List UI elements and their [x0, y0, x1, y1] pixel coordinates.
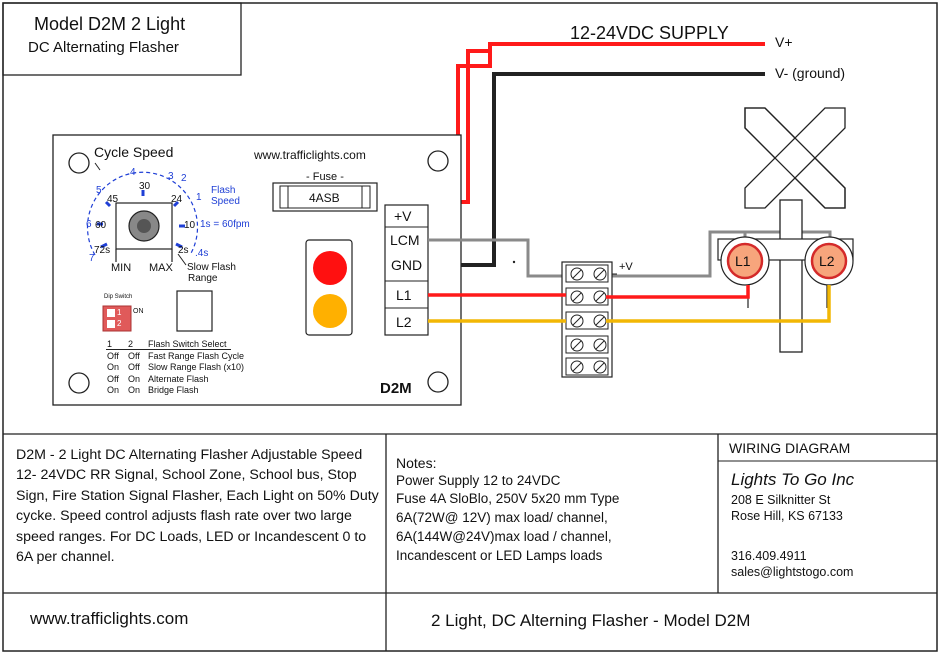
dial-outer-5: 5 — [96, 185, 102, 196]
dial-inner-30: 30 — [139, 181, 151, 192]
notes-title: Notes: — [396, 455, 437, 471]
board-model: D2M — [380, 380, 412, 397]
title-line2: DC Alternating Flasher — [28, 39, 179, 56]
dip-row2-sw2: Off — [128, 362, 140, 372]
dial-outer-6: 6 — [86, 219, 92, 230]
dial-outer-2: 2 — [181, 173, 187, 184]
mount-hole-br — [427, 371, 449, 393]
lamp-l1 — [726, 242, 764, 280]
supply-label: 12-24VDC SUPPLY — [570, 23, 729, 43]
dial-inner-2s: 2s — [178, 245, 189, 256]
dial-min: MIN — [111, 262, 132, 274]
dial-title: Cycle Speed — [94, 144, 174, 160]
title-line1: Model D2M 2 Light — [34, 14, 186, 34]
dip-row3-sw1: Off — [107, 374, 119, 384]
footer-title: 2 Light, DC Alterning Flasher - Model D2… — [431, 611, 751, 630]
dip-sw1-label: 1 — [117, 308, 122, 317]
dial-outer-4: 4 — [130, 167, 136, 178]
terminal-gnd: GND — [391, 257, 423, 273]
notes-line3: 6A(72W@ 12V) max load/ channel, — [396, 510, 608, 525]
company-phone: 316.409.4911 — [731, 549, 807, 563]
dip-row1-sw1: Off — [107, 351, 119, 361]
dip-row3-sw2: On — [128, 374, 141, 384]
wiring-diagram-heading: WIRING DIAGRAM — [729, 440, 851, 456]
amber-led — [313, 294, 347, 328]
lamp-l1-label: L1 — [735, 253, 751, 269]
dial-note-flash: Flash — [211, 185, 236, 196]
dial-inner-10: 10 — [184, 220, 196, 231]
dial-note-4s: .4s — [195, 248, 209, 259]
mount-hole-bl — [68, 372, 90, 394]
notes-line1: Power Supply 12 to 24VDC — [396, 473, 561, 488]
dial-note-speed: Speed — [211, 196, 240, 207]
board-url: www.trafficlights.com — [254, 148, 366, 162]
dip-header-3: Flash Switch Select — [148, 339, 227, 349]
fuse-caption: - Fuse - — [306, 171, 344, 183]
dial-inner-24: 24 — [171, 194, 183, 205]
terminal-l2: L2 — [396, 314, 412, 330]
red-led — [313, 251, 347, 285]
dial-inner-60: 60 — [95, 220, 107, 231]
dip-on-label: ON — [133, 308, 144, 315]
wire-l2-lamp — [606, 285, 831, 323]
dial-outer-7: 7 — [89, 253, 95, 264]
strip-vplus-label: +V — [619, 261, 633, 273]
component-square — [176, 290, 213, 332]
crossbuck-sign — [744, 107, 846, 209]
lamp-l2 — [810, 242, 848, 280]
dip-header-2: 2 — [128, 339, 134, 349]
dial-outer-1: 1 — [196, 192, 202, 203]
dip-row2-sw1: On — [107, 362, 120, 372]
title-box — [2, 2, 242, 76]
dial-max: MAX — [149, 262, 173, 274]
dip-title: Dip Switch — [104, 294, 133, 300]
fuse-body — [279, 185, 371, 209]
notes-line2: Fuse 4A SloBlo, 250V 5x20 mm Type — [396, 491, 620, 506]
lamp-l2-label: L2 — [819, 253, 835, 269]
notes-line5: Incandescent or LED Lamps loads — [396, 548, 603, 563]
dip-row2-mode: Slow Range Flash (x10) — [148, 362, 245, 372]
terminal-vplus: +V — [394, 208, 412, 224]
lcm-wire — [428, 230, 832, 278]
signal-post — [779, 199, 803, 353]
dip-header-1: 1 — [107, 339, 113, 349]
footer-url[interactable]: www.trafficlights.com — [30, 609, 189, 628]
company-address1: 208 E Silknitter St — [731, 493, 831, 507]
mount-hole-tr — [427, 150, 449, 172]
company-name: Lights To Go Inc — [731, 470, 855, 489]
company-address2: Rose Hill, KS 67133 — [731, 509, 843, 523]
dial-range: Range — [188, 273, 218, 284]
supply-vplus-label: V+ — [775, 34, 793, 50]
supply-wire-positive — [456, 42, 765, 202]
dip-row1-sw2: Off — [128, 351, 140, 361]
dip-row1-mode: Fast Range Flash Cycle — [148, 351, 245, 361]
mount-hole-tl — [68, 152, 90, 174]
fuse-value: 4ASB — [309, 191, 340, 205]
terminal-l1: L1 — [396, 287, 412, 303]
supply-wire-ground — [428, 72, 765, 267]
company-email[interactable]: sales@lightstogo.com — [731, 565, 854, 579]
wire-l1-lamp — [606, 285, 750, 299]
dip-row4-sw2: On — [128, 385, 141, 395]
dial-inner-72s: 72s — [94, 245, 111, 256]
dial-note-1s: 1s = 60fpm — [200, 219, 250, 230]
notes-line4: 6A(144W@24V)max load / channel, — [396, 529, 612, 544]
dial-arc — [86, 171, 199, 256]
dip-row4-mode: Bridge Flash — [148, 385, 199, 395]
dip-row4-sw1: On — [107, 385, 120, 395]
terminal-lcm: LCM — [390, 232, 420, 248]
dip-sw2-label: 2 — [117, 319, 122, 328]
dial-outer-3: 3 — [168, 171, 174, 182]
product-description: D2M - 2 Light DC Alternating Flasher Adj… — [16, 447, 379, 566]
dial-slow-flash: Slow Flash — [187, 262, 236, 273]
dip-row3-mode: Alternate Flash — [148, 374, 209, 384]
supply-vminus-label: V- (ground) — [775, 65, 846, 81]
dial-inner-45: 45 — [107, 194, 119, 205]
